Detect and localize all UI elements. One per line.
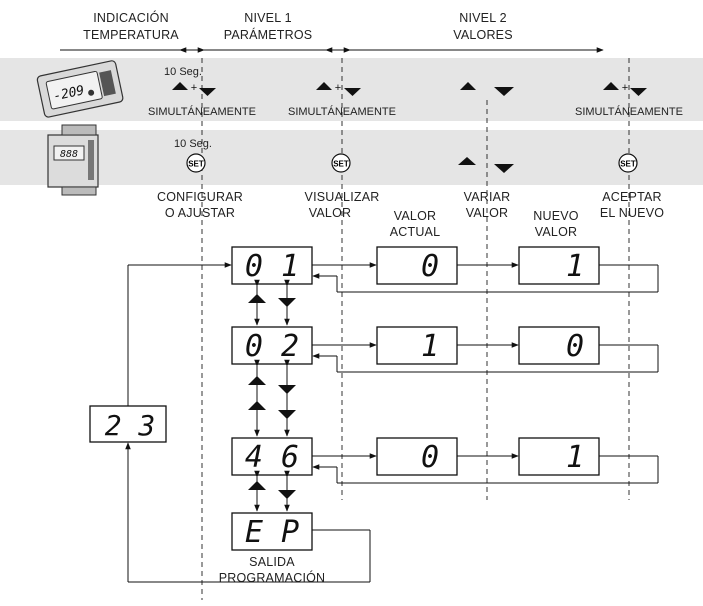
header-nivel2-line2: VALORES — [453, 28, 513, 42]
label-10seg-1: 10 Seg. — [164, 66, 202, 78]
label-10seg-2: 10 Seg. — [174, 138, 212, 150]
svg-text:1: 1 — [566, 249, 584, 284]
header-nivel2-line1: NIVEL 2 — [459, 11, 507, 25]
down-arrow-icon — [278, 410, 296, 419]
value-row-1: 0 1 — [312, 246, 659, 293]
keys-row1: 10 Seg. + SIMULTÁNEAMENTE + SIMULTÁNEAME… — [148, 66, 683, 118]
display-param-ep — [231, 512, 313, 551]
svg-text:0: 0 — [566, 329, 584, 364]
step-configurar-1: CONFIGURAR — [157, 190, 243, 204]
set-button-icon — [618, 153, 638, 173]
step-aceptar-1: ACEPTAR — [602, 190, 662, 204]
step-configurar-2: O AJUSTAR — [165, 206, 235, 220]
label-simult-3: SIMULTÁNEAMENTE — [575, 105, 683, 118]
svg-text:1: 1 — [421, 329, 439, 364]
display-nuevo-1 — [518, 246, 600, 285]
header-indicacion-line1: INDICACIÓN — [93, 10, 169, 25]
value-row-3: 0 1 — [312, 437, 659, 484]
value-row-2: 1 0 — [312, 326, 659, 373]
display-temperature-value: 2 3 — [105, 409, 156, 442]
set-button-icon — [186, 153, 206, 173]
display-param-01 — [231, 246, 313, 285]
display-actual-3 — [376, 437, 458, 476]
display-param-46 — [231, 437, 313, 476]
svg-text:E P: E P — [245, 515, 299, 550]
up-arrow-icon — [248, 481, 266, 490]
display-param-02 — [231, 326, 313, 365]
display-actual-2 — [376, 326, 458, 365]
temperature-loop: 2 3 — [89, 262, 371, 583]
dashed-guides — [201, 58, 630, 600]
svg-text:1: 1 — [566, 440, 584, 475]
label-simult-2: SIMULTÁNEAMENTE — [288, 105, 396, 118]
display-actual-1 — [376, 246, 458, 285]
svg-text:+: + — [335, 82, 341, 94]
up-arrow-icon — [172, 82, 188, 90]
svg-text:+: + — [191, 82, 197, 94]
label-salida-2: PROGRAMACIÓN — [219, 570, 326, 585]
svg-text:SET: SET — [620, 160, 636, 169]
display-nuevo-2 — [518, 326, 600, 365]
param-navigation — [248, 279, 296, 512]
step-nuevo-1: NUEVO — [533, 209, 579, 223]
step-variar-2: VALOR — [466, 206, 508, 220]
up-arrow-icon — [248, 401, 266, 410]
down-arrow-icon — [278, 298, 296, 307]
label-simult-1: SIMULTÁNEAMENTE — [148, 105, 256, 118]
down-arrow-icon — [494, 164, 514, 173]
header-indicacion-line2: TEMPERATURA — [83, 28, 179, 42]
up-arrow-icon — [316, 82, 332, 90]
step-visualizar-2: VALOR — [309, 206, 351, 220]
down-arrow-icon — [278, 385, 296, 394]
keys-row2: 10 Seg. SET SET SET — [174, 138, 638, 173]
up-arrow-icon — [458, 157, 476, 165]
svg-text:0: 0 — [421, 249, 439, 284]
down-arrow-icon — [278, 490, 296, 499]
down-arrow-icon — [199, 88, 216, 96]
svg-text:4 6: 4 6 — [245, 440, 299, 475]
up-arrow-icon — [248, 294, 266, 303]
step-visualizar-1: VISUALIZAR — [305, 190, 380, 204]
svg-text:SET: SET — [188, 160, 204, 169]
down-arrow-icon — [630, 88, 647, 96]
label-salida-1: SALIDA — [249, 555, 295, 569]
down-arrow-icon — [344, 88, 361, 96]
step-labels: CONFIGURAR O AJUSTAR VISUALIZAR VALOR VA… — [157, 190, 664, 239]
display-nuevo-3 — [518, 437, 600, 476]
header: INDICACIÓN TEMPERATURA NIVEL 1 PARÁMETRO… — [60, 10, 604, 53]
parameter-column: 0 1 0 2 4 6 E P SALIDA PROGRAMACIÓN — [219, 246, 370, 585]
svg-text:0 2: 0 2 — [245, 329, 299, 364]
header-nivel1-line1: NIVEL 1 — [244, 11, 292, 25]
step-variar-1: VARIAR — [464, 190, 511, 204]
step-valor-actual-2: ACTUAL — [390, 225, 441, 239]
svg-text:0: 0 — [421, 440, 439, 475]
step-nuevo-2: VALOR — [535, 225, 577, 239]
header-nivel1-line2: PARÁMETROS — [224, 27, 313, 42]
band-keypad-din — [0, 130, 703, 185]
step-valor-actual-1: VALOR — [394, 209, 436, 223]
device1-display: -209 — [52, 83, 86, 104]
up-arrow-icon — [603, 82, 619, 90]
svg-text:+: + — [622, 82, 628, 94]
svg-text:888: 888 — [60, 149, 78, 160]
panel-controller-icon: -209 — [36, 60, 124, 118]
down-arrow-icon — [494, 87, 514, 96]
din-controller-icon: 888 — [47, 124, 99, 196]
svg-text:SET: SET — [333, 160, 349, 169]
set-button-icon — [331, 153, 351, 173]
step-aceptar-2: EL NUEVO — [600, 206, 664, 220]
up-arrow-icon — [460, 82, 476, 90]
svg-text:0 1: 0 1 — [245, 249, 299, 284]
up-arrow-icon — [248, 376, 266, 385]
